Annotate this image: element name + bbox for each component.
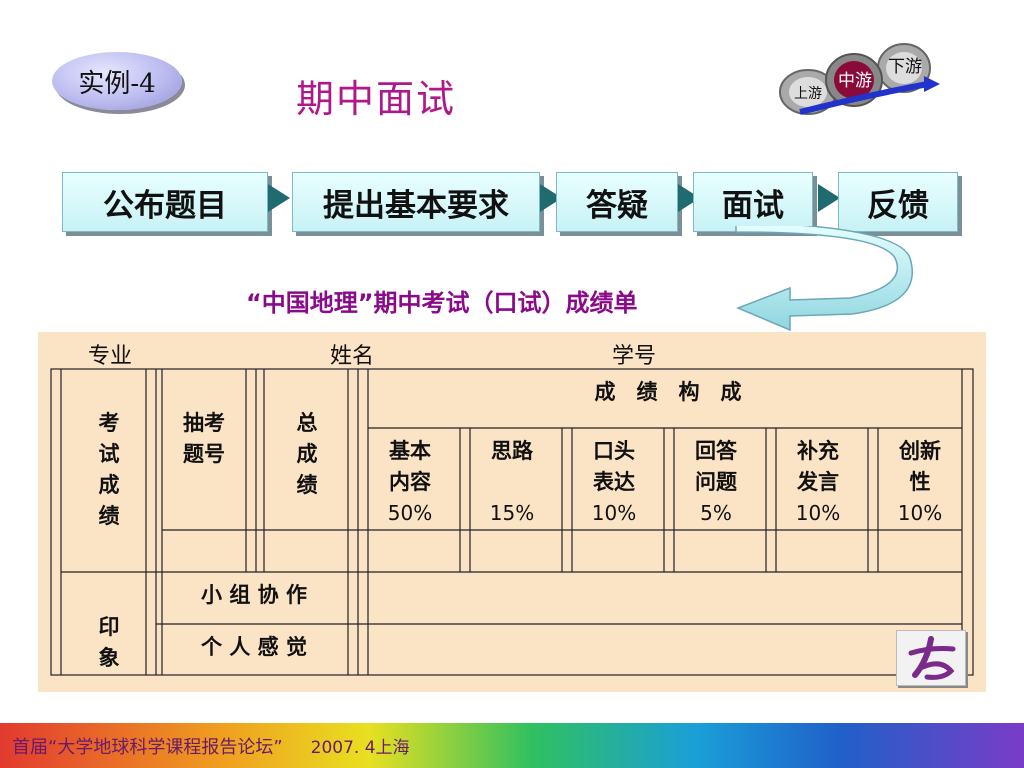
stream-logo: 上游 中游 下游 (779, 43, 940, 115)
step-basic-requirements: 提出基本要求 (292, 172, 540, 232)
midstream-label: 中游 (838, 71, 872, 91)
component-thinking: 思路 15% (489, 439, 535, 525)
name-label: 姓名 (330, 344, 375, 369)
component-innovation: 创新性 10% (897, 439, 943, 525)
step-qa: 答疑 (556, 172, 678, 232)
footer-bar: 首届“大学地球科学课程报告论坛” 2007. 4上海 (0, 723, 1024, 768)
component-oral-expression: 口头表达 10% (591, 439, 637, 525)
component-answering: 回答问题 5% (695, 439, 737, 525)
exam-score-label: 考试成绩 (98, 411, 120, 528)
step-feedback: 反馈 (838, 172, 958, 232)
step-arrow-icon (268, 184, 290, 212)
total-score-label: 总成绩 (296, 411, 318, 497)
step-arrow-icon (818, 184, 840, 212)
upstream-label: 上游 (794, 86, 822, 102)
impression-label: 印象 (98, 615, 120, 670)
page-title: 期中面试 (296, 77, 457, 121)
component-supplement: 补充发言 10% (795, 439, 841, 525)
report-card (38, 332, 986, 692)
footer-date: 2007. 4上海 (310, 738, 410, 758)
student-id-label: 学号 (612, 344, 657, 369)
example-badge: 实例-4 (52, 52, 182, 110)
score-composition-label: 成 绩 构 成 (594, 380, 742, 404)
major-label: 专业 (88, 344, 133, 369)
group-work-label: 小 组 协 作 (201, 583, 307, 607)
report-card-title: “中国地理”期中考试（口试）成绩单 (246, 289, 638, 317)
step-interview: 面试 (693, 172, 813, 232)
university-logo-icon (896, 630, 966, 686)
personal-feeling-label: 个 人 感 觉 (201, 635, 307, 659)
curved-arrow-icon (735, 226, 913, 332)
component-basic-content: 基本内容 50% (387, 439, 433, 525)
draw-number-label: 抽考题号 (183, 411, 225, 466)
step-publish-topic: 公布题目 (62, 172, 268, 232)
score-table-grid (50, 368, 974, 676)
footer-forum-title: 首届“大学地球科学课程报告论坛” (12, 736, 283, 758)
downstream-label: 下游 (888, 57, 922, 77)
